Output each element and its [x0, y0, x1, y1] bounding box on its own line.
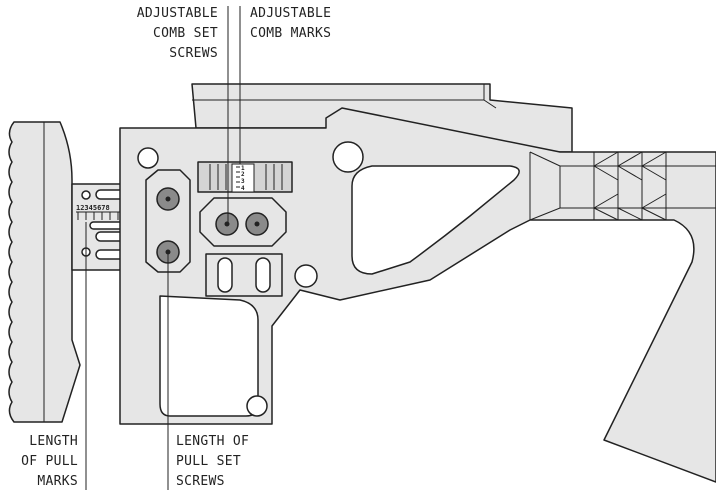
label-line: SCREWS: [176, 474, 225, 489]
comb-post-slots: [205, 253, 283, 297]
label-line: LENGTH OF: [176, 434, 250, 449]
label-line: PULL SET: [176, 454, 242, 469]
label-line: SCREWS: [169, 46, 218, 61]
chassis-hole-large: [332, 141, 364, 173]
forend-rail: [529, 151, 716, 221]
label-line: ADJUSTABLE: [136, 6, 218, 21]
pull-scale-numbers: 12345678: [76, 204, 110, 212]
chassis-hole-lower: [246, 395, 268, 417]
comb-mark-4: 4: [241, 185, 245, 192]
chassis-hole-mid: [294, 264, 318, 288]
chassis-window-large: [351, 165, 520, 275]
label-line: MARKS: [37, 474, 78, 489]
leader-lines: [85, 6, 241, 490]
chassis-hole-upper: [137, 147, 159, 169]
label-line: COMB MARKS: [250, 26, 332, 41]
comb-mark-3: 3: [241, 178, 245, 185]
chassis-window-lower: [159, 295, 259, 417]
butt-pad: [8, 121, 81, 423]
comb-slot: 1 2 3 4: [197, 161, 293, 193]
label-comb-set-screws: ADJUSTABLE COMB SET SCREWS: [100, 4, 218, 64]
label-line: LENGTH: [29, 434, 78, 449]
comb-mark-2: 2: [241, 171, 245, 178]
label-line: OF PULL: [21, 454, 78, 469]
comb-screw-plate: [199, 197, 287, 247]
label-line: COMB SET: [152, 26, 218, 41]
label-comb-marks: ADJUSTABLE COMB MARKS: [250, 4, 331, 44]
comb-mark-1: 1: [241, 165, 245, 172]
label-pull-set-screws: LENGTH OF PULL SET SCREWS: [176, 432, 249, 492]
label-pull-marks: LENGTH OF PULL MARKS: [4, 432, 78, 492]
label-line: ADJUSTABLE: [250, 6, 332, 21]
